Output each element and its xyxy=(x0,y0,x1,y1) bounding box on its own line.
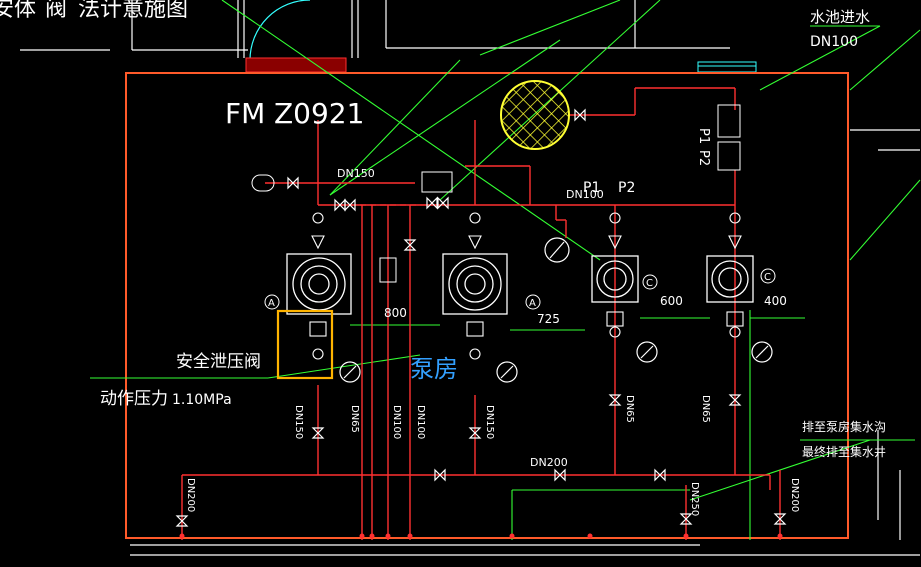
dim-600: 600 xyxy=(660,294,683,308)
pipe-end-caps xyxy=(179,533,783,539)
action-pressure-label: 动作压力 xyxy=(100,389,168,409)
pump-room-frame xyxy=(125,72,849,539)
pressure-switch-p2 xyxy=(717,141,741,171)
relief-valve-highlight xyxy=(276,309,334,380)
pump-room-label: 泵房 xyxy=(410,355,458,383)
door-swing-arc xyxy=(249,0,311,61)
pipe-dn200-main: DN200 xyxy=(530,456,568,469)
fm-code: FM xyxy=(225,97,265,130)
pipe-dn65-b: DN65 xyxy=(700,395,711,423)
drawing-title-end: 法计意施图 xyxy=(78,0,188,22)
pipe-dn150-left: DN150 xyxy=(293,405,304,439)
pump-small-2 xyxy=(706,255,754,303)
valves xyxy=(175,108,787,527)
inlet-label: 水池进水 xyxy=(810,8,870,26)
drawing-title-start: 安体 xyxy=(0,0,36,22)
pipe-dn200-right: DN200 xyxy=(789,478,800,512)
tag-p2: P2 xyxy=(696,150,711,166)
dim-800: 800 xyxy=(384,306,407,320)
inlet-size: DN100 xyxy=(810,34,858,50)
marker-a-2: A xyxy=(529,298,536,309)
drain-note-1: 排至泵房集水沟 xyxy=(802,419,886,434)
pipe-dn65-left: DN65 xyxy=(349,405,360,433)
marker-circles xyxy=(264,268,776,310)
relief-valve-label: 安全泄压阀 xyxy=(176,352,261,372)
pipe-dn150-top: DN150 xyxy=(337,167,375,180)
dim-400: 400 xyxy=(764,294,787,308)
pump-large-2 xyxy=(442,253,508,315)
marker-a-1: A xyxy=(268,298,275,309)
pipe-dn100-v2: DN100 xyxy=(415,405,426,439)
pipe-dn150-right: DN150 xyxy=(484,405,495,439)
pressure-gauges xyxy=(339,237,773,383)
control-valve-box xyxy=(421,171,453,193)
pipe-dn100-mid: DN100 xyxy=(566,188,604,201)
pipe-dn200-left: DN200 xyxy=(185,478,196,512)
pressure-tank-hatched xyxy=(500,80,570,150)
leader-lines xyxy=(90,0,921,540)
pipe-dn250-right: DN250 xyxy=(689,482,700,516)
tag-p1: P1 xyxy=(696,128,711,144)
marker-c-1: C xyxy=(646,278,653,289)
action-pressure-value: 1.10MPa xyxy=(172,392,232,408)
pump-small-1 xyxy=(591,255,639,303)
pipe-dn65-a: DN65 xyxy=(624,395,635,423)
drain-note-2: 最终排至集水井 xyxy=(802,444,886,459)
pump-fittings xyxy=(309,212,744,360)
dim-725: 725 xyxy=(537,312,560,326)
pipe-dn100-v1: DN100 xyxy=(391,405,402,439)
tag-p2-mid: P2 xyxy=(618,180,635,196)
expansion-vessel xyxy=(251,174,275,192)
pressure-switch-p1 xyxy=(717,104,741,138)
roof-band xyxy=(245,57,347,73)
drawing-title-mid: 阀 xyxy=(45,0,67,22)
fm-number: Z0921 xyxy=(274,97,364,130)
marker-c-2: C xyxy=(764,272,771,283)
building-walls xyxy=(20,0,920,556)
flow-meter-box xyxy=(379,257,397,283)
tag-p1-mid: P1 xyxy=(583,180,600,196)
